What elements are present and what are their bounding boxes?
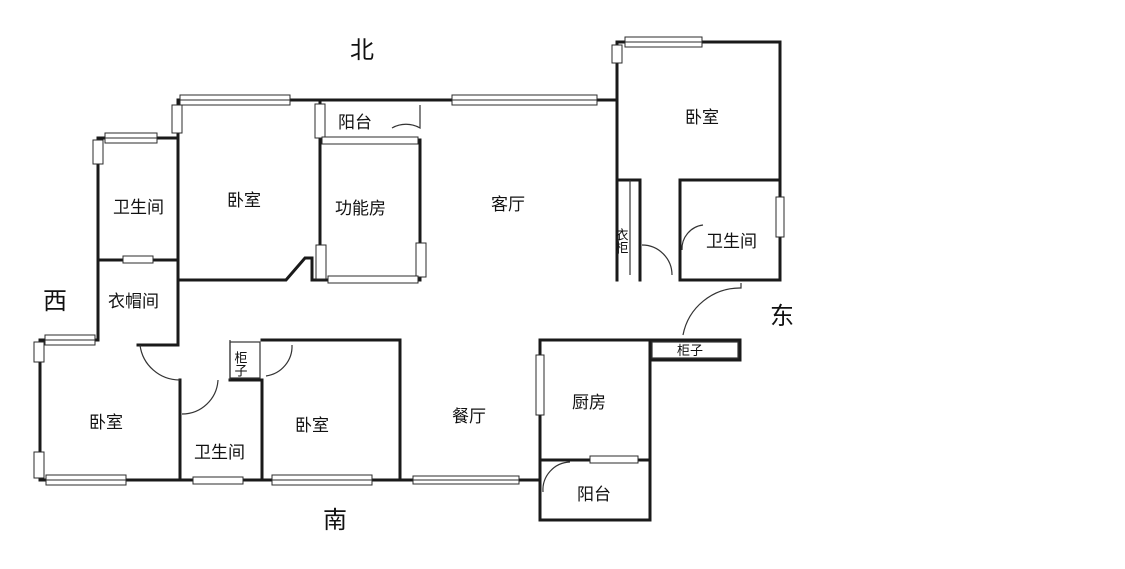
door-ne-bathroom[interactable] [681,224,704,251]
direction-east: 东 [770,302,794,330]
direction-north: 北 [350,36,374,64]
cabinet-e-box [651,341,739,359]
label-dining-room: 餐厅 [452,407,486,427]
window-ne-bathroom [775,196,785,238]
label-living-room: 客厅 [491,195,525,215]
cabinet-mid-box [229,341,261,379]
window-west-bathroom [92,132,158,165]
door-entrance[interactable] [682,283,742,336]
doors [139,105,742,493]
window-balcony-top [314,103,326,139]
label-cabinet-mid: 柜子 [232,351,248,377]
label-cloakroom: 衣帽间 [108,292,159,312]
label-balcony-top: 阳台 [338,113,372,133]
window-kitchen [535,354,639,464]
window-function-room [315,136,427,284]
door-cloakroom[interactable] [139,344,181,381]
label-bedroom-s: 卧室 [295,416,329,436]
room-labels: 北 南 西 东 阳台 客厅 卧室 衣柜 卫生间 卧室 卫生间 衣帽间 功能房 卧… [43,36,794,534]
label-balcony-se: 阳台 [577,485,611,505]
label-wardrobe-ne: 衣柜 [613,227,629,254]
label-function-room: 功能房 [335,199,386,219]
door-balcony-top[interactable] [391,105,421,130]
label-bathroom-w: 卫生间 [113,198,164,218]
window-sw-bedroom [33,334,127,486]
door-kitchen-balcony[interactable] [542,461,571,493]
window-dining [412,475,520,485]
window-cloak [122,255,154,264]
door-wardrobe-ne[interactable] [641,244,673,276]
door-south-bedroom[interactable] [265,344,293,377]
windows [33,36,785,486]
window-ne-bedroom [611,36,703,64]
window-north-living [451,94,598,106]
label-cabinet-e: 柜子 [677,344,703,359]
label-bathroom-ne: 卫生间 [706,232,757,252]
label-bedroom-nw: 卧室 [227,191,261,211]
door-south-bathroom[interactable] [181,379,219,415]
label-bedroom-sw: 卧室 [89,413,123,433]
window-north-bedroom [171,94,291,134]
label-bathroom-s: 卫生间 [194,443,245,463]
direction-south: 南 [323,506,347,534]
window-south-bathroom [192,476,244,485]
direction-west: 西 [43,287,67,315]
window-south-bedroom [271,474,373,486]
label-bedroom-ne: 卧室 [685,108,719,128]
label-kitchen: 厨房 [572,393,606,413]
